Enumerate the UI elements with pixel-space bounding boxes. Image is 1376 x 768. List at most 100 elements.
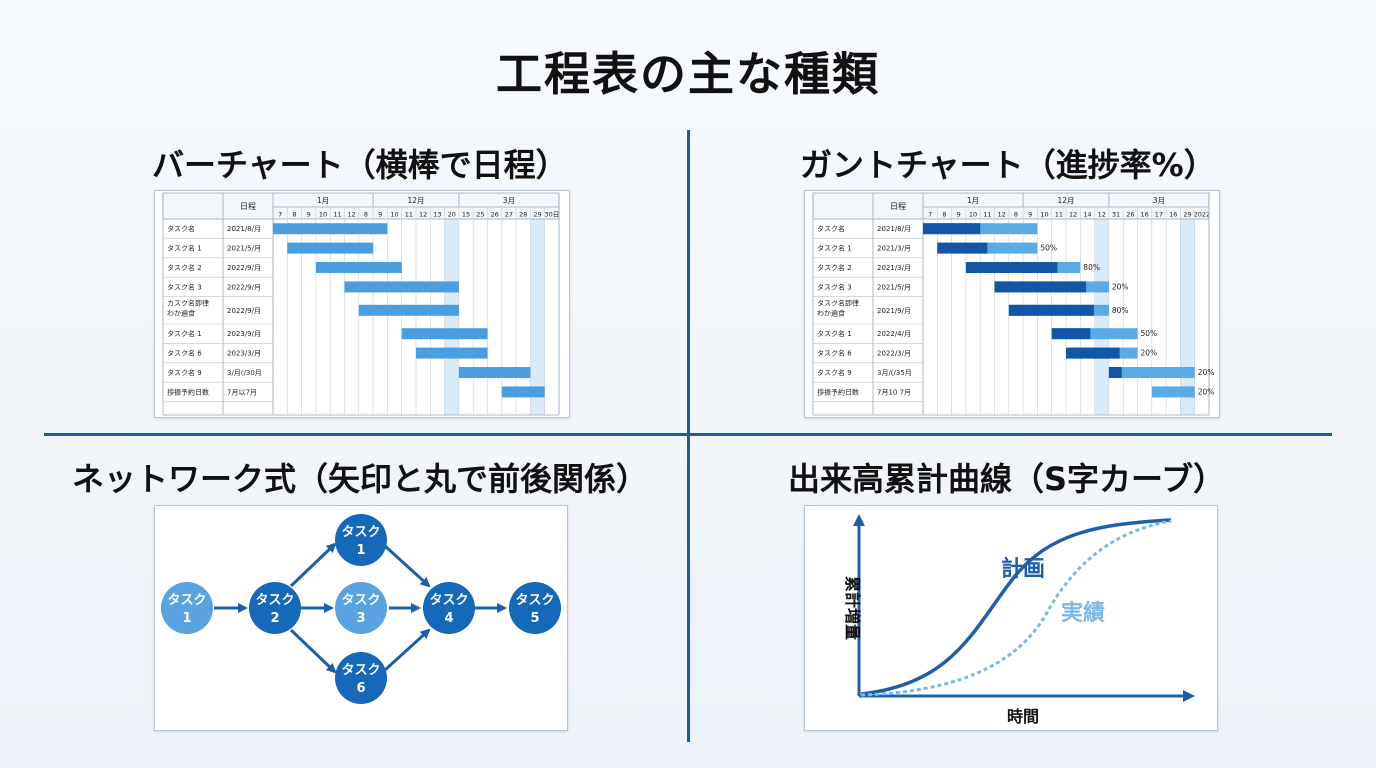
day-label: 11 [333,211,341,219]
day-label: 9 [1028,211,1032,219]
task-name-line: カスク名即律 [167,298,209,307]
node-t3-label: タスク [341,593,380,608]
bar-mark [358,304,459,316]
task-date: 2021/8/月 [877,225,911,233]
node-t4-label: タスク [429,593,468,608]
actual-label: 実績 [1061,600,1105,626]
node-t6-label: タスク [341,663,380,678]
day-label: 31 [1112,211,1120,219]
page-title: 工程表の主な種類 [496,47,880,101]
node-t2: タスク 2 [249,582,301,634]
day-label: 11 [1055,211,1063,219]
day-label: 30日 [544,211,559,219]
progress-label: 50% [1141,329,1158,338]
gantt-bar-planned [1108,367,1195,378]
day-label: 10 [1040,211,1048,219]
node-t1b-circle [335,514,387,566]
month-label: 1月 [967,196,979,205]
shaded-column [444,219,459,415]
arrow-t1b-t4 [383,544,431,588]
month-label: 3月 [1153,196,1165,205]
progress-label: 80% [1083,263,1100,272]
task-date: 2022/4/月 [877,330,911,338]
day-label: 29 [533,211,541,219]
day-label: 11 [983,211,991,219]
vertical-divider [687,130,690,742]
bar-mark [401,328,488,340]
node-t5-label: タスク [515,593,554,608]
progress-label: 50% [1040,244,1057,253]
node-t6: タスク 6 [335,652,387,704]
day-label: 15 [462,211,470,219]
actual-curve [860,519,1172,697]
day-label: 28 [519,211,527,219]
task-name: タスク名 2 [817,263,852,272]
gantt-bar-progress [937,242,988,254]
day-label: 26 [491,211,499,219]
task-date: 2023/9/月 [227,330,261,338]
s-curve-panel: 計画 実績 時間 累計増量 [804,505,1218,731]
task-date: 2021/5/月 [877,283,911,291]
shaded-column [1180,219,1195,415]
node-t6-number: 6 [356,681,365,696]
node-t3: タスク 3 [335,582,387,634]
node-t4-number: 4 [444,611,453,626]
node-t5: タスク 5 [509,582,561,634]
gantt-bar-progress [1108,367,1122,378]
network-arrows [214,542,507,674]
gantt-bar-planned [1051,328,1138,340]
task-date: 7月10 7月 [877,388,911,396]
day-label: 17 [1155,211,1163,219]
gantt-bar-progress [1066,347,1120,359]
task-name: タスク名 9 [167,368,202,377]
shaded-column [530,219,545,415]
progress-label: 20% [1141,349,1158,358]
gantt-bar-progress [994,281,1087,293]
node-t6-circle [335,652,387,704]
day-label: 20 [448,211,456,219]
task-date: 2021/8/月 [227,225,261,233]
progress-label: 80% [1112,306,1129,315]
task-date: 2021/5/月 [227,245,261,253]
day-label: 12 [998,211,1006,219]
bar-mark [287,242,374,254]
task-date: 2021/9/月 [877,307,911,315]
plan-label: 計画 [1001,556,1045,582]
day-label: 12 [1098,211,1106,219]
table-header [162,192,560,220]
arrow-t2-t1b [289,542,337,588]
node-t2-label: タスク [255,593,294,608]
task-name: タスク名 1 [167,244,202,253]
day-label: 10 [390,211,398,219]
task-name: タスク名 6 [167,349,202,358]
shaded-column [1094,219,1109,415]
progress-label: 20% [1198,368,1215,377]
progress-label: 20% [1198,387,1215,396]
task-name: タスク名 6 [817,349,852,358]
node-t5-circle [509,582,561,634]
s-curve-title: 出来高累計曲線（S字カーブ） [788,460,1226,498]
month-label: 12月 [1057,196,1074,205]
task-date: 3月/(/35月 [877,369,912,377]
bar-mark [273,223,388,235]
task-name-line: タスク名即律 [817,298,859,307]
table-header [812,192,1210,220]
day-label: 25 [476,211,484,219]
day-label: 7 [928,211,932,219]
task-name: 拶振予約日数 [167,387,209,396]
task-date: 2022/9/月 [227,283,261,291]
header-label: 日程 [890,202,906,211]
gantt-bar-progress [1051,328,1091,340]
bar-mark [315,262,402,273]
task-name: タスク名 3 [167,282,202,291]
task-date: 2022/9/月 [227,264,261,272]
day-label: 10 [319,211,327,219]
task-name: タスク名 1 [817,329,852,338]
node-t1b-label: タスク [341,525,380,540]
node-t1-number: 1 [182,611,191,626]
node-t1-circle [161,582,213,634]
task-date: 2021/3/月 [877,245,911,253]
day-label: 2022 [1194,211,1211,219]
